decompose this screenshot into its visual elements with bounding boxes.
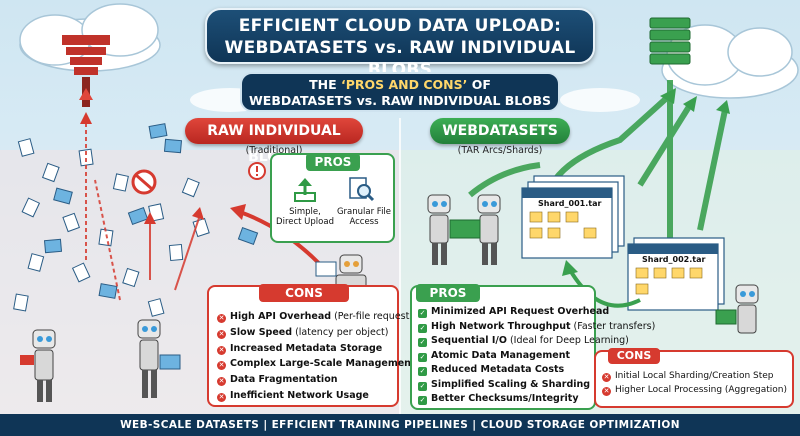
left-cons-item: ✕Data Fragmentation	[217, 374, 338, 387]
x-icon: ✕	[602, 387, 611, 396]
right-pros-item: ✓High Network Throughput (Faster transfe…	[418, 320, 656, 333]
archive-icon	[627, 237, 725, 311]
left-cons-item: ✕Increased Metadata Storage	[217, 342, 383, 355]
x-icon: ✕	[217, 314, 226, 323]
cloud-icon	[661, 24, 799, 99]
right-subheading: (TAR Arcs/Shards)	[457, 145, 543, 156]
footer-banner: WEB-SCALE DATASETS | EFFICIENT TRAINING …	[0, 414, 800, 436]
subtitle-line2: WEBDATASETS vs. RAW INDIVIDUAL BLOBS	[249, 93, 551, 108]
scattered-images	[43, 123, 259, 299]
right-cons-item: ✕Higher Local Processing (Aggregation)	[602, 385, 788, 396]
left-heading: RAW INDIVIDUAL BLOBS	[185, 118, 363, 165]
archive-icon	[521, 175, 625, 259]
left-cons-item: ✕Inefficient Network Usage	[217, 389, 369, 402]
check-icon: ✓	[418, 396, 427, 405]
check-icon: ✓	[418, 338, 427, 347]
server-icon	[649, 17, 691, 65]
magnifier-icon	[349, 177, 375, 202]
no-entry-icon	[131, 169, 157, 195]
robot-icon	[427, 194, 451, 265]
upload-tower-icon	[62, 35, 110, 107]
subtitle-suffix: OF	[467, 77, 491, 92]
upload-arrow-icon	[294, 178, 316, 202]
left-cons-panel: CONS ✕High API Overhead (Per-file reques…	[207, 284, 418, 407]
right-pros-label: PROS	[416, 284, 480, 302]
shard-label-2: Shard_002.tar	[642, 255, 706, 264]
main-title-line1: EFFICIENT CLOUD DATA UPLOAD:	[238, 16, 562, 36]
left-cons-item: ✕Complex Large-Scale Management	[217, 358, 416, 371]
left-pros-label: PROS	[306, 153, 360, 171]
subtitle-highlight: ‘PROS AND CONS’	[340, 77, 468, 92]
x-icon: ✕	[602, 373, 611, 382]
left-pros-panel: PROS Simple, Direct Upload Granular File…	[270, 153, 395, 243]
subtitle-prefix: THE	[309, 77, 341, 92]
x-icon: ✕	[217, 361, 226, 371]
right-pros-item: ✓Reduced Metadata Costs	[418, 364, 565, 376]
subtitle-banner: THE ‘PROS AND CONS’ OF WEBDATASETS vs. R…	[240, 72, 560, 112]
x-icon: ✕	[217, 377, 226, 387]
left-pros-item-2: Granular File Access	[336, 207, 392, 227]
right-cons-panel: CONS ✕Initial Local Sharding/Creation St…	[594, 348, 794, 408]
shard-label-1: Shard_001.tar	[538, 199, 602, 208]
robot-icon	[715, 284, 759, 334]
check-icon: ✓	[418, 367, 427, 376]
check-icon: ✓	[418, 309, 427, 318]
left-cons-item: ✕Slow Speed (latency per object)	[217, 326, 389, 339]
check-icon: ✓	[418, 381, 427, 391]
robot-icon	[20, 329, 56, 402]
x-icon: ✕	[217, 392, 226, 402]
left-subheading: (Traditional)	[245, 145, 303, 156]
right-pros-panel: PROS ✓Minimized API Request Overhead ✓Hi…	[410, 284, 655, 410]
left-cons-label: CONS	[259, 284, 349, 302]
robot-icon	[449, 194, 501, 265]
right-pros-item: ✓Better Checksums/Integrity	[418, 393, 579, 405]
right-pros-item: ✓Atomic Data Management	[418, 349, 570, 362]
right-heading: WEBDATASETS	[430, 118, 570, 144]
right-pros-item: ✓Simplified Scaling & Sharding	[418, 378, 591, 391]
right-cons-label: CONS	[608, 348, 660, 364]
check-icon: ✓	[418, 352, 427, 362]
check-icon: ✓	[418, 323, 427, 333]
left-pros-item-1: Simple, Direct Upload	[276, 207, 334, 227]
right-pros-item: ✓Sequential I/O (Ideal for Deep Learning…	[418, 335, 629, 347]
x-icon: ✕	[217, 345, 226, 355]
x-icon: ✕	[217, 329, 226, 339]
left-cons-item: ✕High API Overhead (Per-file requests)	[217, 311, 419, 323]
scattered-files	[13, 138, 210, 317]
robot-icon	[315, 254, 367, 290]
warning-icon	[248, 162, 266, 180]
main-title: EFFICIENT CLOUD DATA UPLOAD: WEBDATASETS…	[205, 8, 595, 80]
robot-icon	[137, 319, 181, 398]
right-pros-item: ✓Minimized API Request Overhead	[418, 306, 610, 318]
right-cons-item: ✕Initial Local Sharding/Creation Step	[602, 371, 774, 382]
